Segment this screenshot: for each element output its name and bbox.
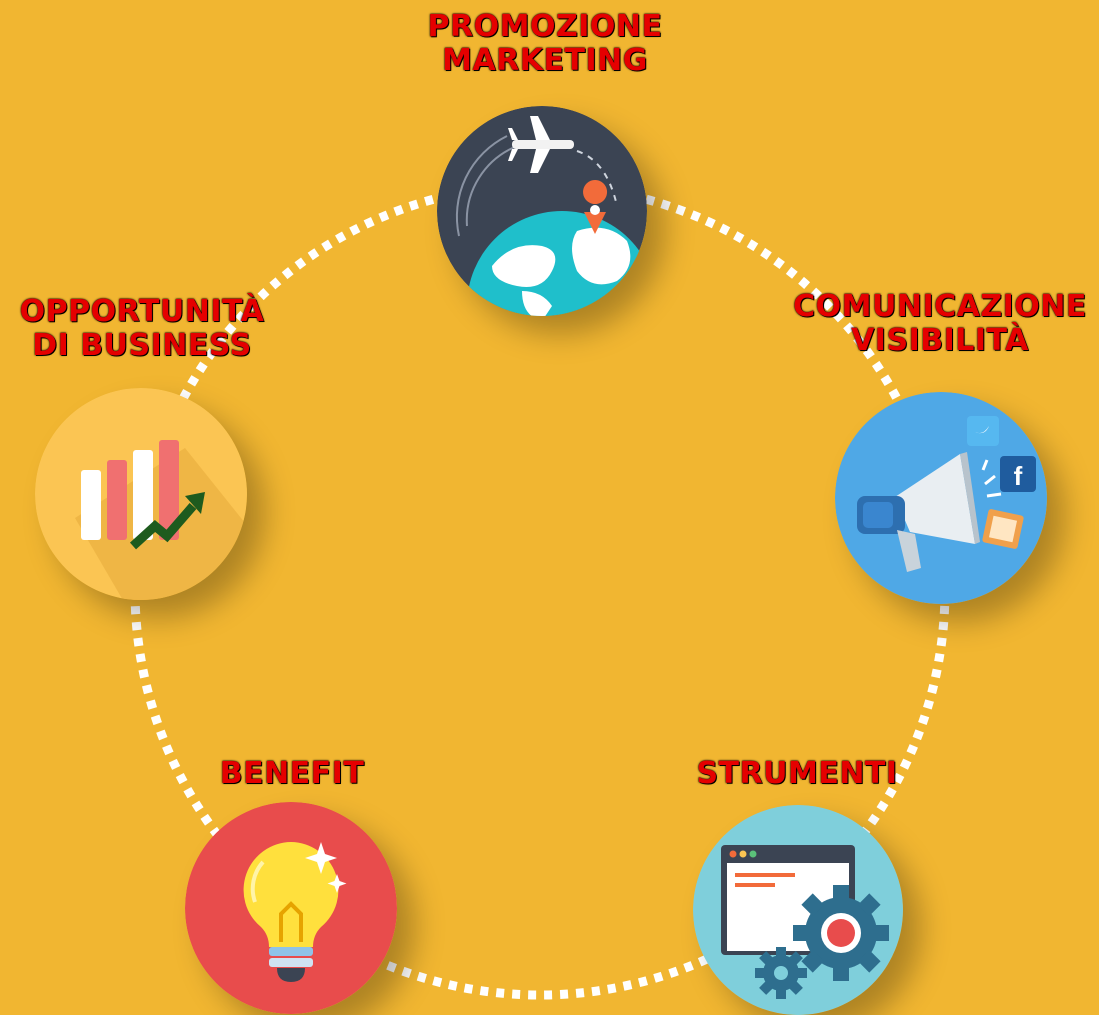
megaphone-social-icon: f [835,392,1047,604]
node-benefit[interactable] [185,802,397,1014]
lightbulb-icon [185,802,397,1014]
node-promozione-marketing[interactable] [437,106,647,316]
label-benefit: BENEFIT [219,756,365,791]
airplane-globe-icon [437,106,647,316]
node-comunicazione-visibilita[interactable]: f [835,392,1047,604]
bar-chart-growth-icon [35,388,247,600]
node-opportunita-di-business[interactable] [35,388,247,600]
browser-gears-icon [693,805,903,1015]
svg-text:f: f [1014,461,1023,491]
label-strumenti: STRUMENTI [696,756,898,791]
node-strumenti[interactable] [693,805,903,1015]
